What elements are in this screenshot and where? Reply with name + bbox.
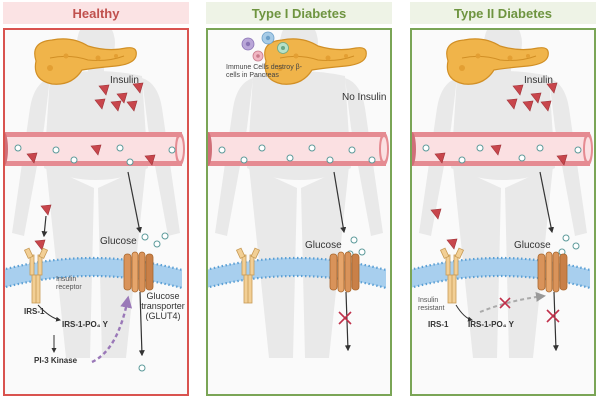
irs1-po4-label: IRS-1-PO₄ Y — [62, 320, 108, 329]
glucose-label: Glucose — [100, 236, 137, 247]
blood-vessel — [208, 132, 389, 166]
panel-title-type2: Type II Diabetes — [453, 5, 552, 21]
irs1-label: IRS-1 — [24, 307, 45, 316]
immune-cells-icon — [241, 31, 289, 62]
panel-header-type1: Type I Diabetes — [206, 2, 392, 24]
glut4-label: Glucose transporter (GLUT4) — [141, 291, 185, 321]
blocked-icon — [338, 311, 352, 325]
blood-vessel — [5, 132, 185, 166]
insulin-resistant-label: Insulin resistant — [418, 297, 445, 312]
immune-cells-label: Immune Cells destroy β-cells in Pancreas — [226, 64, 302, 79]
pi3-kinase-label: PI-3 Kinase — [34, 356, 78, 365]
irs1-po4-label: IRS-1-PO₄ Y — [468, 320, 514, 329]
panel-header-healthy: Healthy — [3, 2, 189, 24]
panel-type2 — [410, 28, 596, 396]
blocked-icon — [546, 309, 560, 323]
irs1-label: IRS-1 — [428, 320, 449, 329]
insulin-receptor-label: Insulin receptor — [56, 276, 82, 291]
panel-title-type1: Type I Diabetes — [251, 5, 347, 21]
panel-header-type2: Type II Diabetes — [410, 2, 596, 24]
insulin-label: Insulin — [110, 75, 139, 86]
type2-scene — [412, 30, 593, 358]
glucose-label: Glucose — [305, 240, 342, 251]
glucose-label: Glucose — [514, 240, 551, 251]
panel-title-healthy: Healthy — [72, 5, 120, 21]
no-insulin-label: No Insulin — [342, 92, 387, 103]
type1-scene — [208, 30, 389, 358]
blocked-icon — [499, 297, 511, 309]
insulin-label: Insulin — [524, 75, 553, 86]
healthy-scene — [5, 30, 185, 372]
